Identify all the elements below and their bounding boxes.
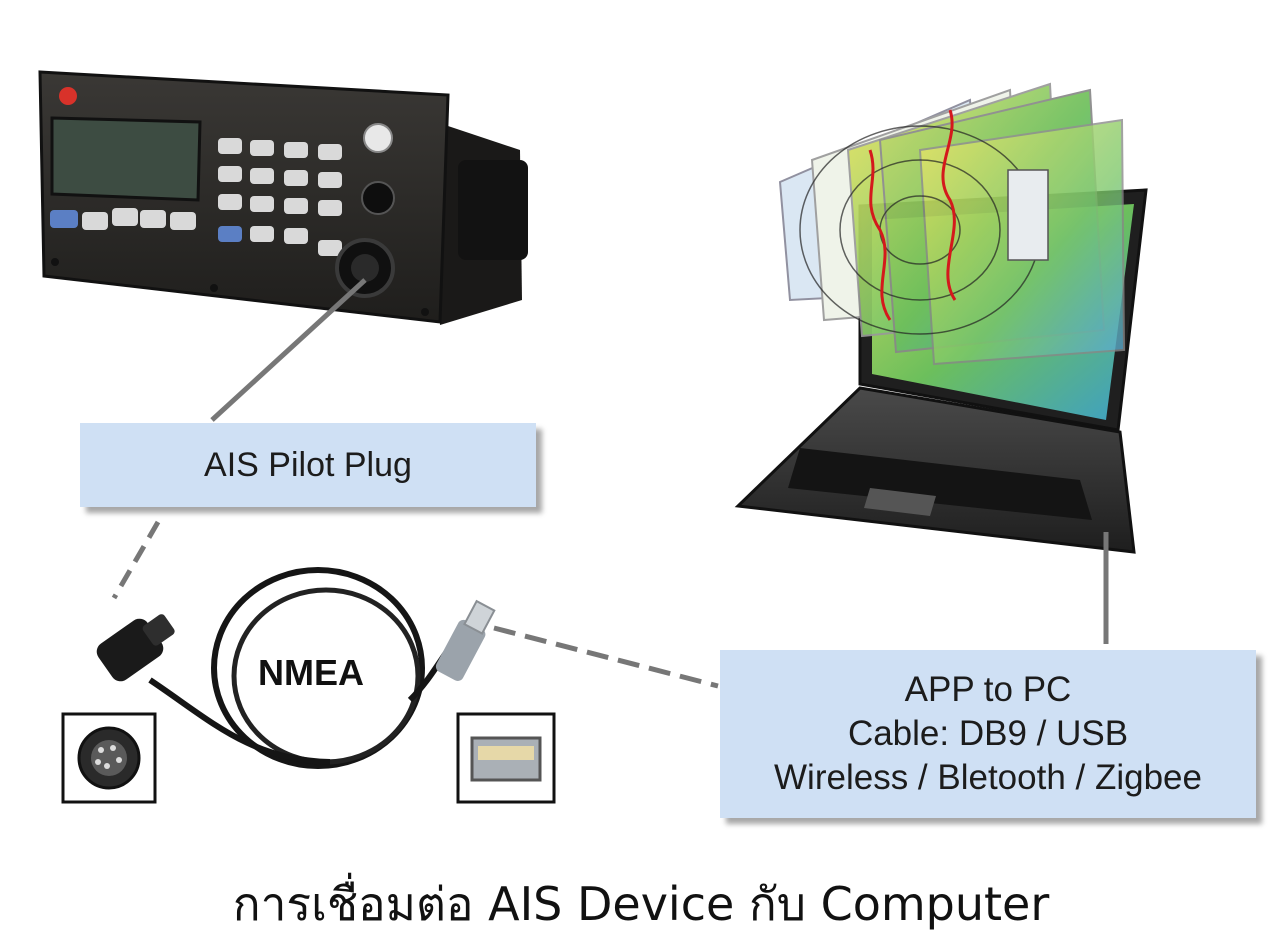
pc-connection-label-box: APP to PC Cable: DB9 / USB Wireless / Bl…	[720, 650, 1256, 818]
pilot-plug-label: AIS Pilot Plug	[204, 445, 412, 484]
label-to-connector-line	[111, 520, 161, 600]
keypad	[218, 138, 342, 256]
pilot-plug-label-box: AIS Pilot Plug	[80, 423, 536, 507]
laptop	[734, 82, 1148, 554]
pilot-knob-icon	[361, 181, 395, 215]
usb-port-inset	[456, 712, 556, 804]
screw-icon	[210, 284, 218, 292]
key-icon	[140, 210, 166, 228]
diagram-caption: การเชื่อมต่อ AIS Device กับ Computer	[232, 877, 1050, 931]
nmea-label: NMEA	[258, 652, 364, 693]
device-screen	[50, 116, 202, 202]
circular-connector-inset	[61, 712, 157, 804]
pc-label-line1: APP to PC	[904, 670, 1072, 709]
brand-logo-icon	[59, 87, 77, 105]
coastline	[868, 109, 957, 321]
laptop-touchpad	[864, 488, 936, 516]
menu-key-icon	[50, 210, 78, 228]
mounting-knob	[458, 160, 528, 260]
pc-label-line2: Cable: DB9 / USB	[847, 714, 1129, 753]
key-icon	[112, 208, 138, 226]
ais-device	[38, 70, 528, 325]
map-panel	[1007, 169, 1049, 261]
usb-to-label-line	[493, 625, 719, 689]
screw-icon	[421, 308, 429, 316]
blue-key-icon	[218, 226, 242, 242]
pilot-port-inner	[351, 254, 379, 282]
laptop-keyboard	[788, 448, 1092, 520]
status-button-icon	[363, 123, 393, 153]
key-icon	[82, 212, 108, 230]
device-to-label-line	[210, 278, 367, 422]
nmea-cable	[96, 567, 496, 769]
pc-label-line3: Wireless / Bletooth / Zigbee	[774, 758, 1202, 797]
screw-icon	[51, 258, 59, 266]
key-icon	[170, 212, 196, 230]
